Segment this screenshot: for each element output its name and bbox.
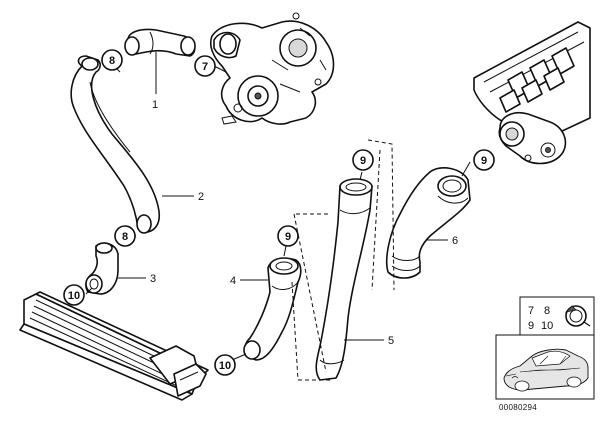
intake-manifold[interactable] xyxy=(473,21,591,165)
callout-9-hose4-text: 9 xyxy=(285,231,291,243)
callout-9-hose4[interactable]: 9 xyxy=(277,225,299,247)
part-number-labels: 1 2 3 4 5 6 xyxy=(150,99,458,347)
kit-legend-10: 10 xyxy=(541,320,553,332)
vehicle-thumbnail[interactable] xyxy=(495,334,595,400)
callout-9-hose6[interactable]: 9 xyxy=(473,149,495,171)
callout-8-mid-text: 8 xyxy=(122,231,128,243)
intercooler[interactable] xyxy=(19,291,209,401)
car-icon xyxy=(503,348,589,392)
label-part-1: 1 xyxy=(152,99,158,111)
callout-10-left-text: 10 xyxy=(68,290,80,302)
hose-6[interactable] xyxy=(385,167,471,279)
kit-legend-7: 7 xyxy=(528,305,534,317)
kit-legend[interactable]: 7 8 9 10 xyxy=(519,296,595,336)
hose-2[interactable] xyxy=(70,55,161,234)
hose-3[interactable] xyxy=(85,242,119,295)
label-part-6: 6 xyxy=(452,235,458,247)
callout-7-turbo[interactable]: 7 xyxy=(194,55,216,77)
label-part-2: 2 xyxy=(198,191,204,203)
callout-8-top-text: 8 xyxy=(109,55,115,67)
callout-9-hose6-text: 9 xyxy=(481,155,487,167)
hose-clamp-icon xyxy=(564,305,591,327)
callout-10-bottom[interactable]: 10 xyxy=(214,354,236,376)
document-number: 00080294 xyxy=(499,403,537,412)
kit-legend-8: 8 xyxy=(544,305,550,317)
callout-9-hose5-text: 9 xyxy=(360,155,366,167)
callout-10-bottom-text: 10 xyxy=(219,360,231,372)
hose-1[interactable] xyxy=(124,28,196,57)
hose-5[interactable] xyxy=(315,178,373,381)
turbocharger[interactable] xyxy=(209,12,335,125)
leader-lines xyxy=(85,52,471,361)
label-part-5: 5 xyxy=(388,335,394,347)
callout-8-mid[interactable]: 8 xyxy=(114,225,136,247)
callout-10-left[interactable]: 10 xyxy=(63,284,85,306)
callout-7-turbo-text: 7 xyxy=(202,61,208,73)
hose-4[interactable] xyxy=(243,257,302,361)
label-part-3: 3 xyxy=(150,273,156,285)
label-part-4: 4 xyxy=(230,275,236,287)
grouping-brackets xyxy=(291,139,395,381)
callout-8-top[interactable]: 8 xyxy=(101,49,123,71)
kit-legend-9: 9 xyxy=(528,320,534,332)
callout-9-hose5[interactable]: 9 xyxy=(352,149,374,171)
